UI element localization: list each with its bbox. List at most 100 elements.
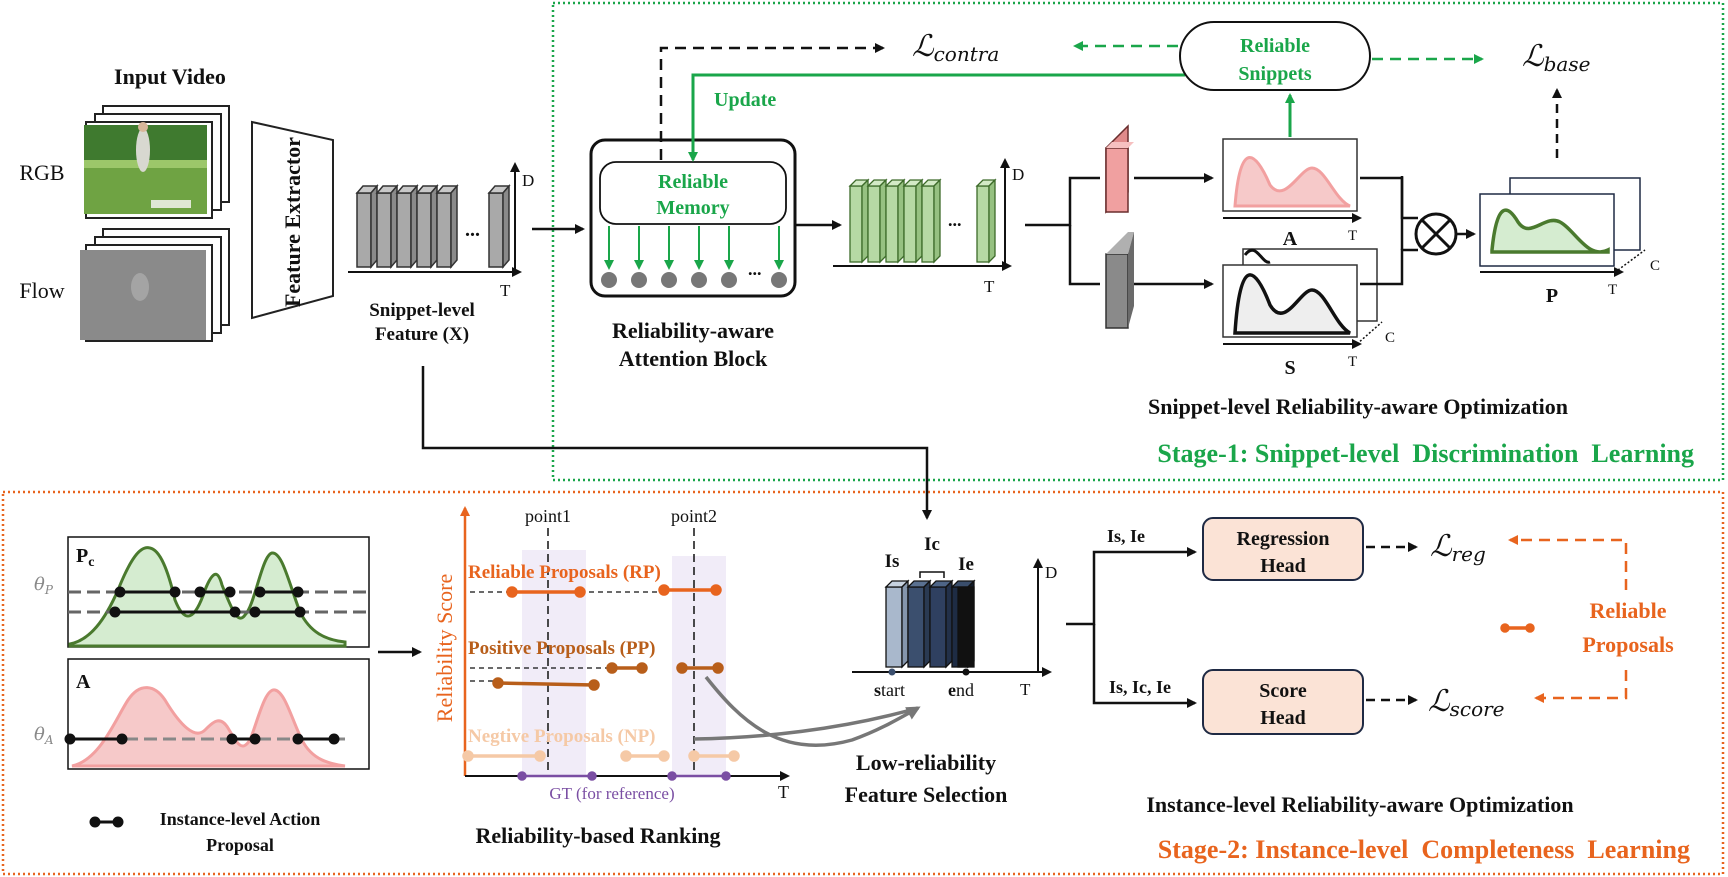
score-head <box>1202 669 1364 735</box>
a-stage2-label: A <box>76 671 91 693</box>
pc-proposals <box>109 586 306 618</box>
reliable-proposals-label-2: Proposals <box>1582 632 1674 657</box>
regression-head-label-2: Head <box>1260 555 1306 577</box>
point1-label: point1 <box>525 506 571 526</box>
start-marker <box>888 668 896 676</box>
loss-contra: ℒcontra <box>912 29 999 66</box>
s-c-label: C <box>1385 330 1395 346</box>
s-curve-back <box>1243 248 1271 264</box>
a-to-mult <box>1360 176 1418 220</box>
p-c-axis <box>1617 249 1646 271</box>
multiply-operator <box>1414 212 1458 256</box>
np-proposals <box>462 750 740 762</box>
legend-proposal-icon <box>89 816 124 828</box>
pc-curve <box>68 546 347 648</box>
s-to-mult <box>1360 248 1418 286</box>
memory-nodes <box>601 272 787 288</box>
stage2-frame <box>1 490 1725 876</box>
arrow-to-score <box>1092 624 1197 708</box>
flow-frames <box>80 228 230 342</box>
snippet-d-label: D <box>522 171 534 190</box>
rgb-label: RGB <box>19 160 64 185</box>
s-t-label: T <box>1348 354 1357 370</box>
feature-extractor <box>251 120 334 320</box>
attention-label-2: Attention Block <box>619 346 768 371</box>
snippet-ellipsis: ... <box>465 219 480 241</box>
snippet-feature-label-1: Snippet-level <box>369 300 475 321</box>
update-arrow <box>688 73 1185 162</box>
is-label: Is <box>885 551 900 572</box>
snippet-feature-blocks <box>355 183 511 270</box>
end-marker <box>962 668 970 676</box>
legend-label-2: Proposal <box>206 835 274 855</box>
pc-label: Pc <box>76 545 94 570</box>
loss-reg: ℒreg <box>1430 529 1486 566</box>
a-t-label: T <box>1348 228 1357 244</box>
s-label: S <box>1284 357 1295 379</box>
point2-label: point2 <box>671 506 717 526</box>
score-head-label-1: Score <box>1259 680 1307 702</box>
p-label: P <box>1546 285 1558 307</box>
selection-feature-blocks <box>884 579 976 669</box>
start-label: start <box>874 680 905 700</box>
attended-d-label: D <box>1012 165 1024 184</box>
arrow-to-lcontra <box>659 43 885 160</box>
arrow-pp-to-selection <box>704 675 921 747</box>
stage1-frame <box>551 1 1725 482</box>
ic-label: Ic <box>924 534 940 555</box>
snippet-t-label: T <box>500 281 511 300</box>
feature-extractor-label: Feature Extractor <box>280 137 305 307</box>
class-curve-s <box>1233 273 1351 335</box>
arrow-np-to-selection <box>693 706 919 741</box>
reliable-snippets-box <box>1179 21 1371 91</box>
attended-t-label: T <box>984 277 995 296</box>
input-video-title: Input Video <box>114 64 226 89</box>
gt-label: GT (for reference) <box>549 784 674 803</box>
pp-proposals <box>492 662 724 691</box>
arrow-rp-to-lreg <box>1508 535 1628 590</box>
reliability-score-label: Reliability Score <box>432 574 457 722</box>
branch-split <box>1025 176 1100 227</box>
regression-head-label-1: Regression <box>1237 528 1330 550</box>
ie-label: Ie <box>958 554 974 575</box>
arrow-to-regression <box>1066 547 1197 626</box>
attention-label-1: Reliability-aware <box>612 318 774 343</box>
score-head-label-2: Head <box>1260 707 1306 729</box>
flow-label: Flow <box>19 278 64 303</box>
pp-label: Positive Proposals (PP) <box>468 638 656 659</box>
rp-proposals <box>506 584 722 598</box>
stage2-title: Stage-2: Instance-level Completeness Lea… <box>1158 835 1690 864</box>
ranking-t-label: T <box>778 782 789 802</box>
selection-label-1: Low-reliability <box>856 750 996 775</box>
s-c-axis <box>1356 321 1383 345</box>
attended-feature-blocks <box>848 178 997 264</box>
prediction-curve-p <box>1490 208 1610 254</box>
ic-bracket <box>919 571 945 578</box>
loss-base: ℒbase <box>1522 39 1590 76</box>
attended-ellipsis: ... <box>948 210 962 230</box>
p-c-label: C <box>1650 258 1660 274</box>
a-proposals <box>64 733 340 745</box>
a-label: A <box>1283 228 1298 250</box>
gt-segments <box>517 771 731 781</box>
reliable-snippets-label-1: Reliable <box>1240 35 1310 57</box>
ranking-label: Reliability-based Ranking <box>475 823 720 848</box>
stage1-title: Stage-1: Snippet-level Discrimination Le… <box>1157 439 1694 468</box>
branch-split-low <box>1068 225 1100 286</box>
regression-head <box>1202 517 1364 581</box>
arrow-rp-to-lscore <box>1534 670 1628 703</box>
reliable-memory-box <box>599 161 787 225</box>
a-stage2-curve <box>71 686 346 768</box>
reliable-snippets-label-2: Snippets <box>1238 63 1312 85</box>
gt-band-1 <box>522 550 586 776</box>
snippet-feature-label-2: Feature (X) <box>375 324 469 345</box>
selection-t-label: T <box>1020 680 1031 699</box>
attention-head-pink <box>1105 124 1134 214</box>
reliable-proposal-icon <box>1500 623 1535 633</box>
is-ie-label: Is, Ie <box>1107 526 1145 546</box>
stage2-optimization-label: Instance-level Reliability-aware Optimiz… <box>1146 792 1573 817</box>
theta-p-label: θP <box>34 574 54 597</box>
rp-label: Reliable Proposals (RP) <box>468 562 661 583</box>
classification-head-gray <box>1105 232 1134 329</box>
